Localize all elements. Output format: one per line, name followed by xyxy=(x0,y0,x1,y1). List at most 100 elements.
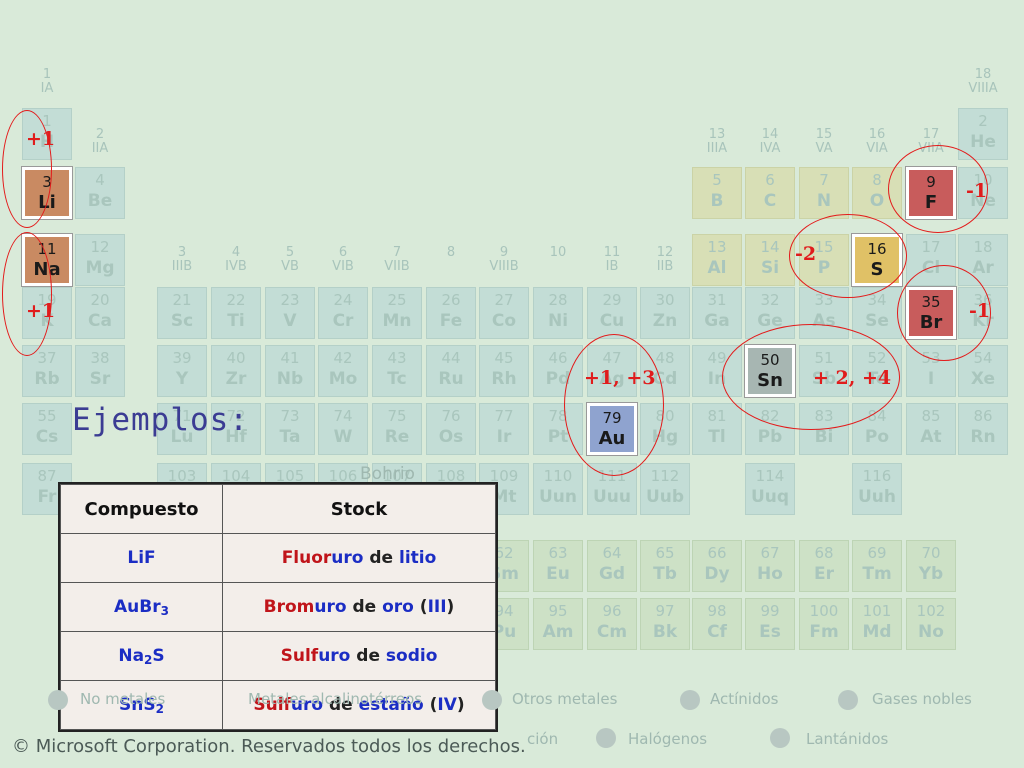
element-symbol: Md xyxy=(862,622,892,642)
element-symbol: Mg xyxy=(85,258,115,278)
element-symbol: Tb xyxy=(653,564,677,584)
element-symbol: Fe xyxy=(439,311,463,331)
header-stock: Stock xyxy=(222,484,496,534)
element-symbol: Uuu xyxy=(592,487,631,507)
atomic-number: 2 xyxy=(978,112,988,130)
element-symbol: Co xyxy=(491,311,517,331)
element-symbol: Pt xyxy=(547,427,569,447)
atomic-number: 37 xyxy=(37,349,57,367)
atomic-number: 4 xyxy=(95,171,105,189)
atomic-number: 23 xyxy=(280,291,300,309)
element-symbol: Se xyxy=(865,311,889,331)
element-symbol: Tc xyxy=(387,369,407,389)
element-symbol: Cr xyxy=(332,311,354,331)
element-symbol: W xyxy=(333,427,353,447)
atomic-number: 8 xyxy=(872,171,882,189)
atomic-number: 67 xyxy=(760,544,780,562)
legend-actinidos: Actínidos xyxy=(710,690,779,708)
oxidation-highlight-ring xyxy=(564,334,664,476)
atomic-number: 64 xyxy=(602,544,622,562)
atomic-number: 69 xyxy=(867,544,887,562)
group-label: 10 xyxy=(549,245,567,260)
element-symbol: Lu xyxy=(170,427,194,447)
name-root: Sulf xyxy=(280,646,319,666)
group-label: 15 VA xyxy=(815,127,833,156)
atomic-number: 48 xyxy=(655,349,675,367)
oxidation-highlight-ring xyxy=(2,110,52,228)
table-row: AuBr3 Bromuro de oro (III) xyxy=(60,582,496,632)
element-symbol: Y xyxy=(175,369,189,389)
element-symbol: Ta xyxy=(279,427,301,447)
atomic-number: 32 xyxy=(760,291,780,309)
element-symbol: Be xyxy=(87,191,113,211)
examples-title: Ejemplos: xyxy=(72,402,249,438)
roman-numeral: III xyxy=(427,597,447,617)
element-symbol: Ti xyxy=(227,311,245,331)
atomic-number: 81 xyxy=(707,407,727,425)
table-row: Na2S Sulfuro de sodio xyxy=(60,631,496,681)
atomic-number: 62 xyxy=(494,544,514,562)
atomic-number: 114 xyxy=(755,467,785,485)
atomic-number: 44 xyxy=(441,349,461,367)
atomic-number: 12 xyxy=(90,238,110,256)
element-symbol: Uuh xyxy=(857,487,896,507)
atomic-number: 46 xyxy=(548,349,568,367)
element-symbol: Fr xyxy=(37,487,57,507)
formula: LiF xyxy=(127,548,156,568)
paren-close: ) xyxy=(446,597,455,617)
group-label: 2 IIA xyxy=(91,127,109,156)
element-symbol: Es xyxy=(759,622,781,642)
oxidation-state-label: -1 xyxy=(966,180,988,202)
atomic-number: 55 xyxy=(37,407,57,425)
element-symbol: C xyxy=(763,191,777,211)
atomic-number: 86 xyxy=(973,407,993,425)
copyright-footer: © Microsoft Corporation. Reservados todo… xyxy=(12,736,526,757)
element-symbol: Fm xyxy=(809,622,839,642)
atomic-number: 104 xyxy=(221,467,251,485)
oxidation-state-label: -1 xyxy=(969,300,991,322)
element-symbol: Yb xyxy=(918,564,944,584)
name-suffix: uro xyxy=(290,695,324,715)
formula: SnS xyxy=(119,694,156,715)
paren-open: ( xyxy=(413,597,428,617)
formula-subscript: 3 xyxy=(160,603,169,618)
element-symbol: O xyxy=(869,191,885,211)
compound-cell: AuBr3 xyxy=(60,582,223,632)
element-symbol: Ru xyxy=(438,369,464,389)
element-symbol: Pd xyxy=(545,369,571,389)
element-symbol: Ar xyxy=(972,258,994,278)
atomic-number: 94 xyxy=(494,602,514,620)
name-suffix: uro xyxy=(331,548,364,568)
atomic-number: 99 xyxy=(760,602,780,620)
atomic-number: 13 xyxy=(707,238,727,256)
paren-open: ( xyxy=(423,695,438,715)
name-connector: de xyxy=(323,695,359,715)
oxidation-state-label: +1 xyxy=(26,300,56,322)
atomic-number: 72 xyxy=(226,407,246,425)
atomic-number: 112 xyxy=(650,467,680,485)
group-label: 4 IVB xyxy=(225,245,247,274)
element-symbol: Pu xyxy=(491,622,517,642)
formula-tail: S xyxy=(152,645,165,666)
